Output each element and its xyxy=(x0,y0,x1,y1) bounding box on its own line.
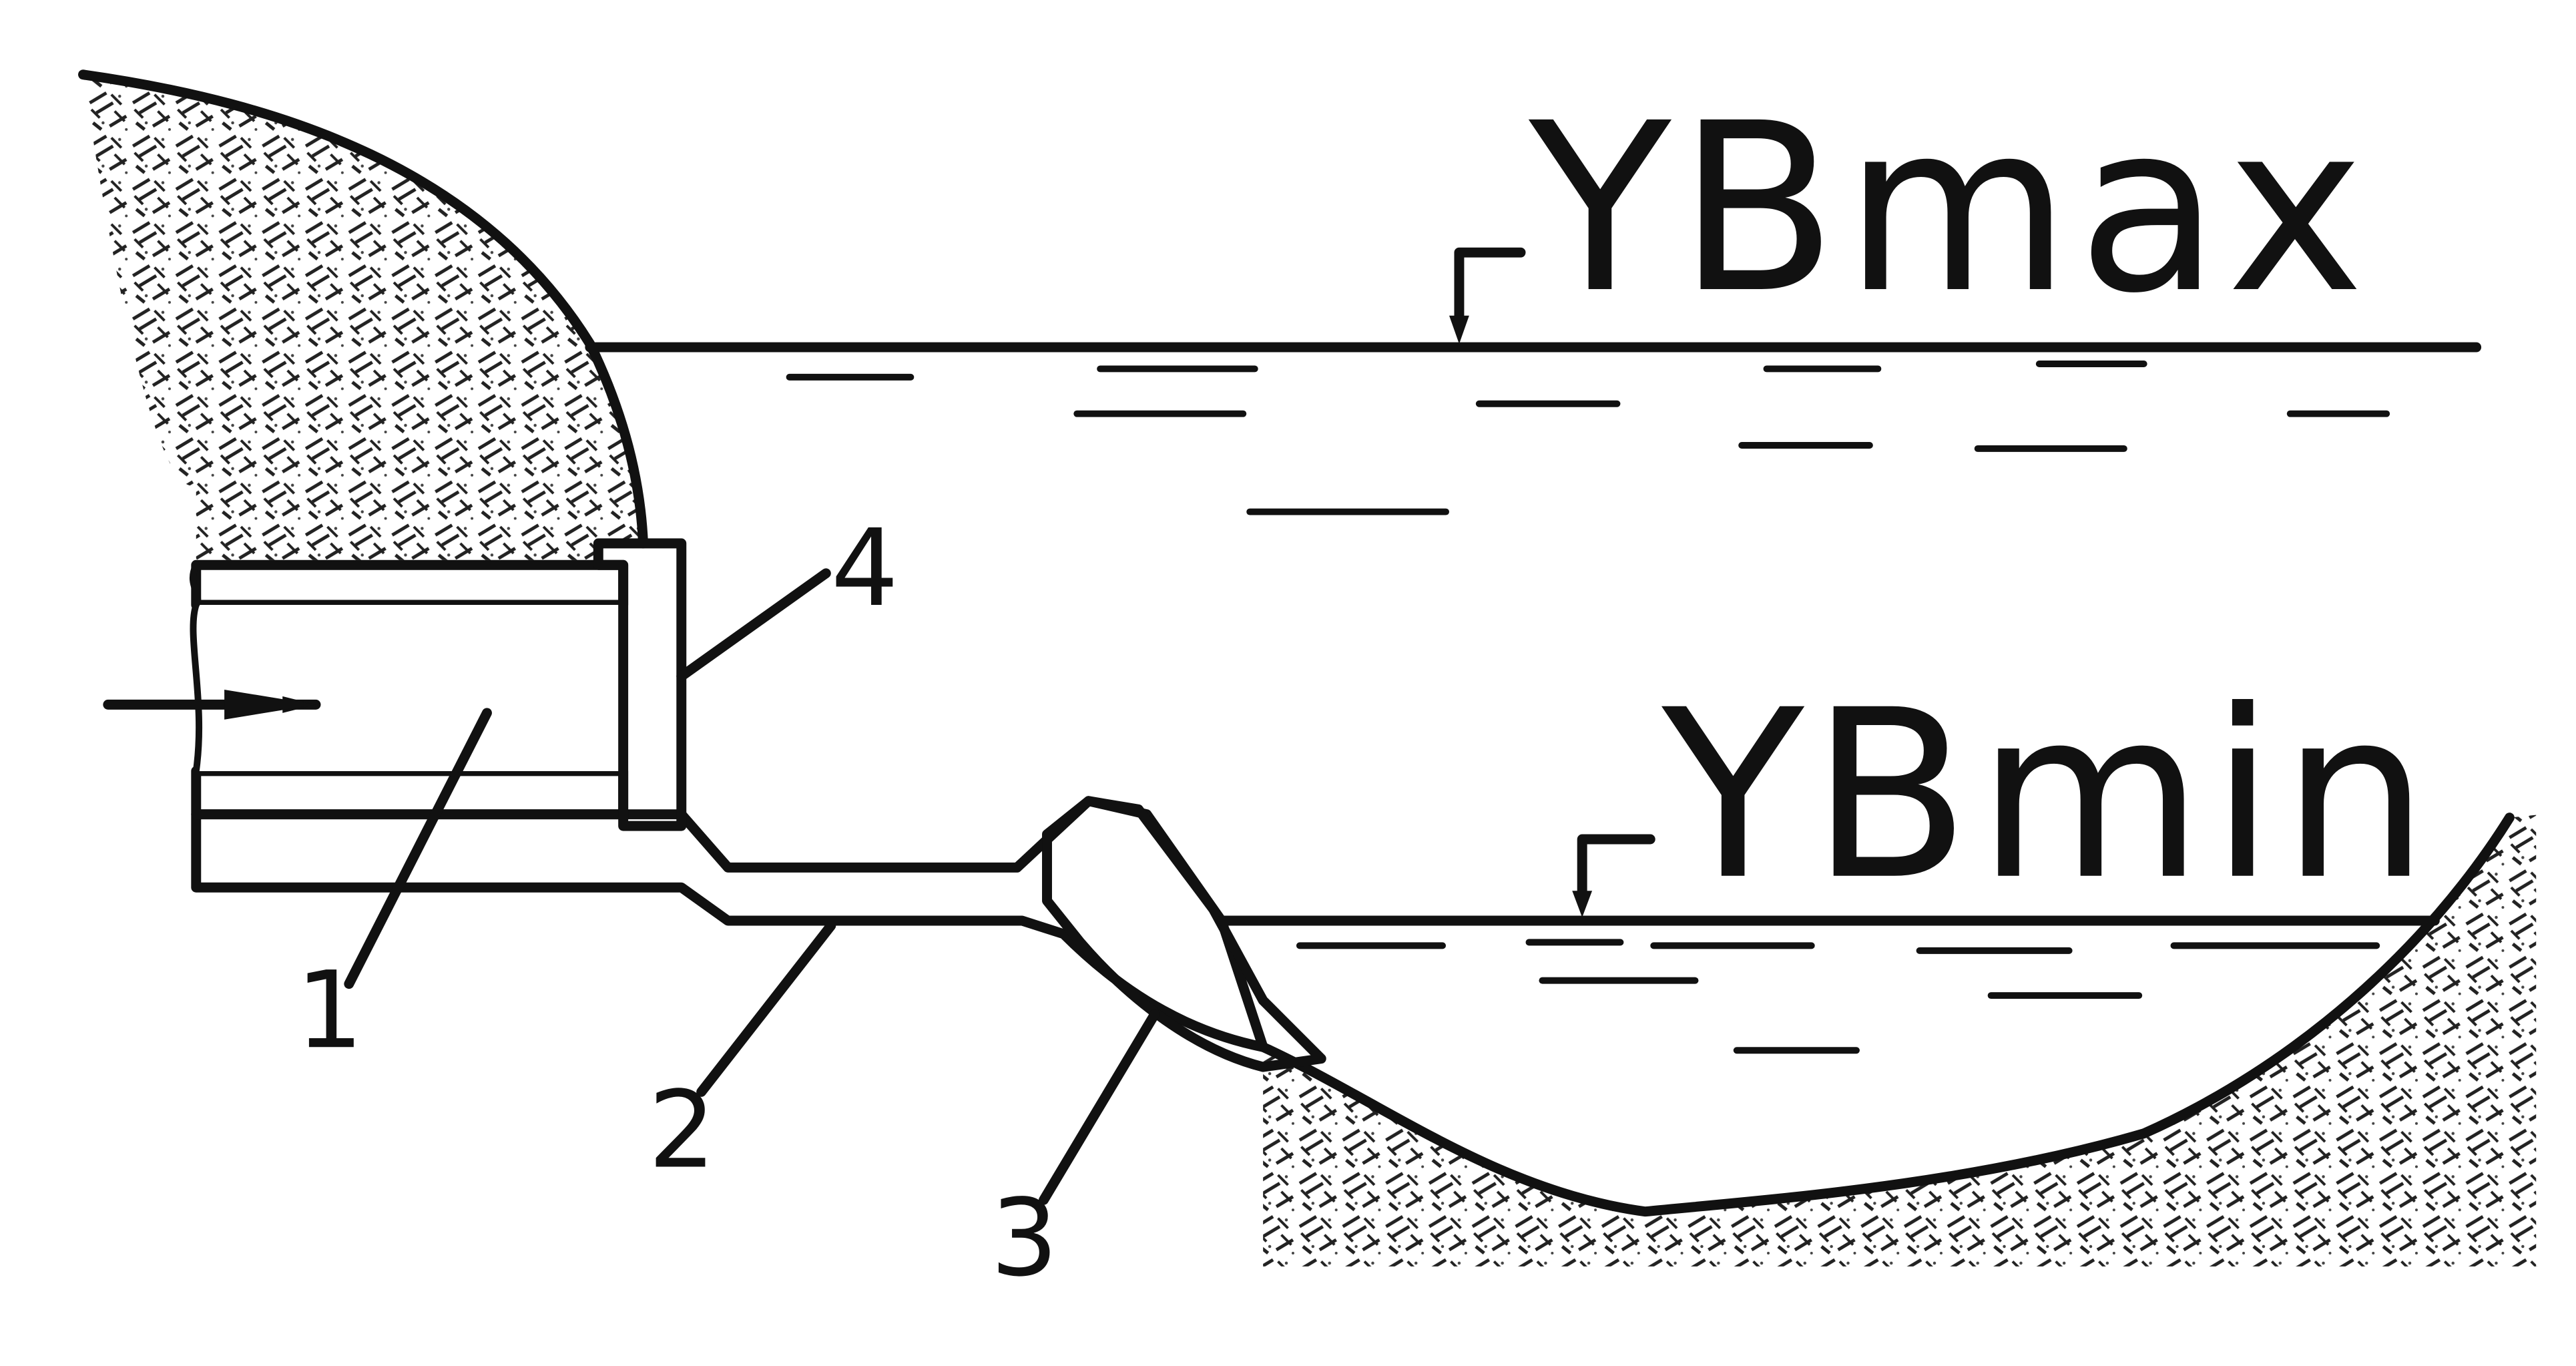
part-number-2: 2 xyxy=(648,1068,716,1192)
max-level-marker: YBmax xyxy=(1449,73,2371,345)
lower-earth-bank xyxy=(1258,813,2550,1267)
part-number-4: 4 xyxy=(831,506,898,630)
part-number-1: 1 xyxy=(296,948,363,1072)
max-level-label: YBmax xyxy=(1525,73,2371,345)
min-water-ripples xyxy=(1296,939,2380,1054)
min-water-surface xyxy=(1216,915,2440,1054)
part-number-3: 3 xyxy=(991,1176,1058,1300)
max-water-ripples xyxy=(786,361,2390,515)
flow-direction-arrow xyxy=(103,689,321,720)
riprap-fill xyxy=(1042,796,1326,1072)
upper-earth-bank xyxy=(78,69,648,560)
callout-2: 2 xyxy=(648,921,836,1192)
min-level-label: YBmin xyxy=(1658,660,2436,931)
callout-4: 4 xyxy=(676,506,898,682)
callout-3: 3 xyxy=(991,1008,1160,1300)
max-water-surface xyxy=(585,342,2482,515)
callout-1: 1 xyxy=(296,708,492,1072)
inflow-pipe xyxy=(189,559,629,820)
min-level-marker: YBmin xyxy=(1572,660,2436,931)
headwall xyxy=(593,538,687,831)
